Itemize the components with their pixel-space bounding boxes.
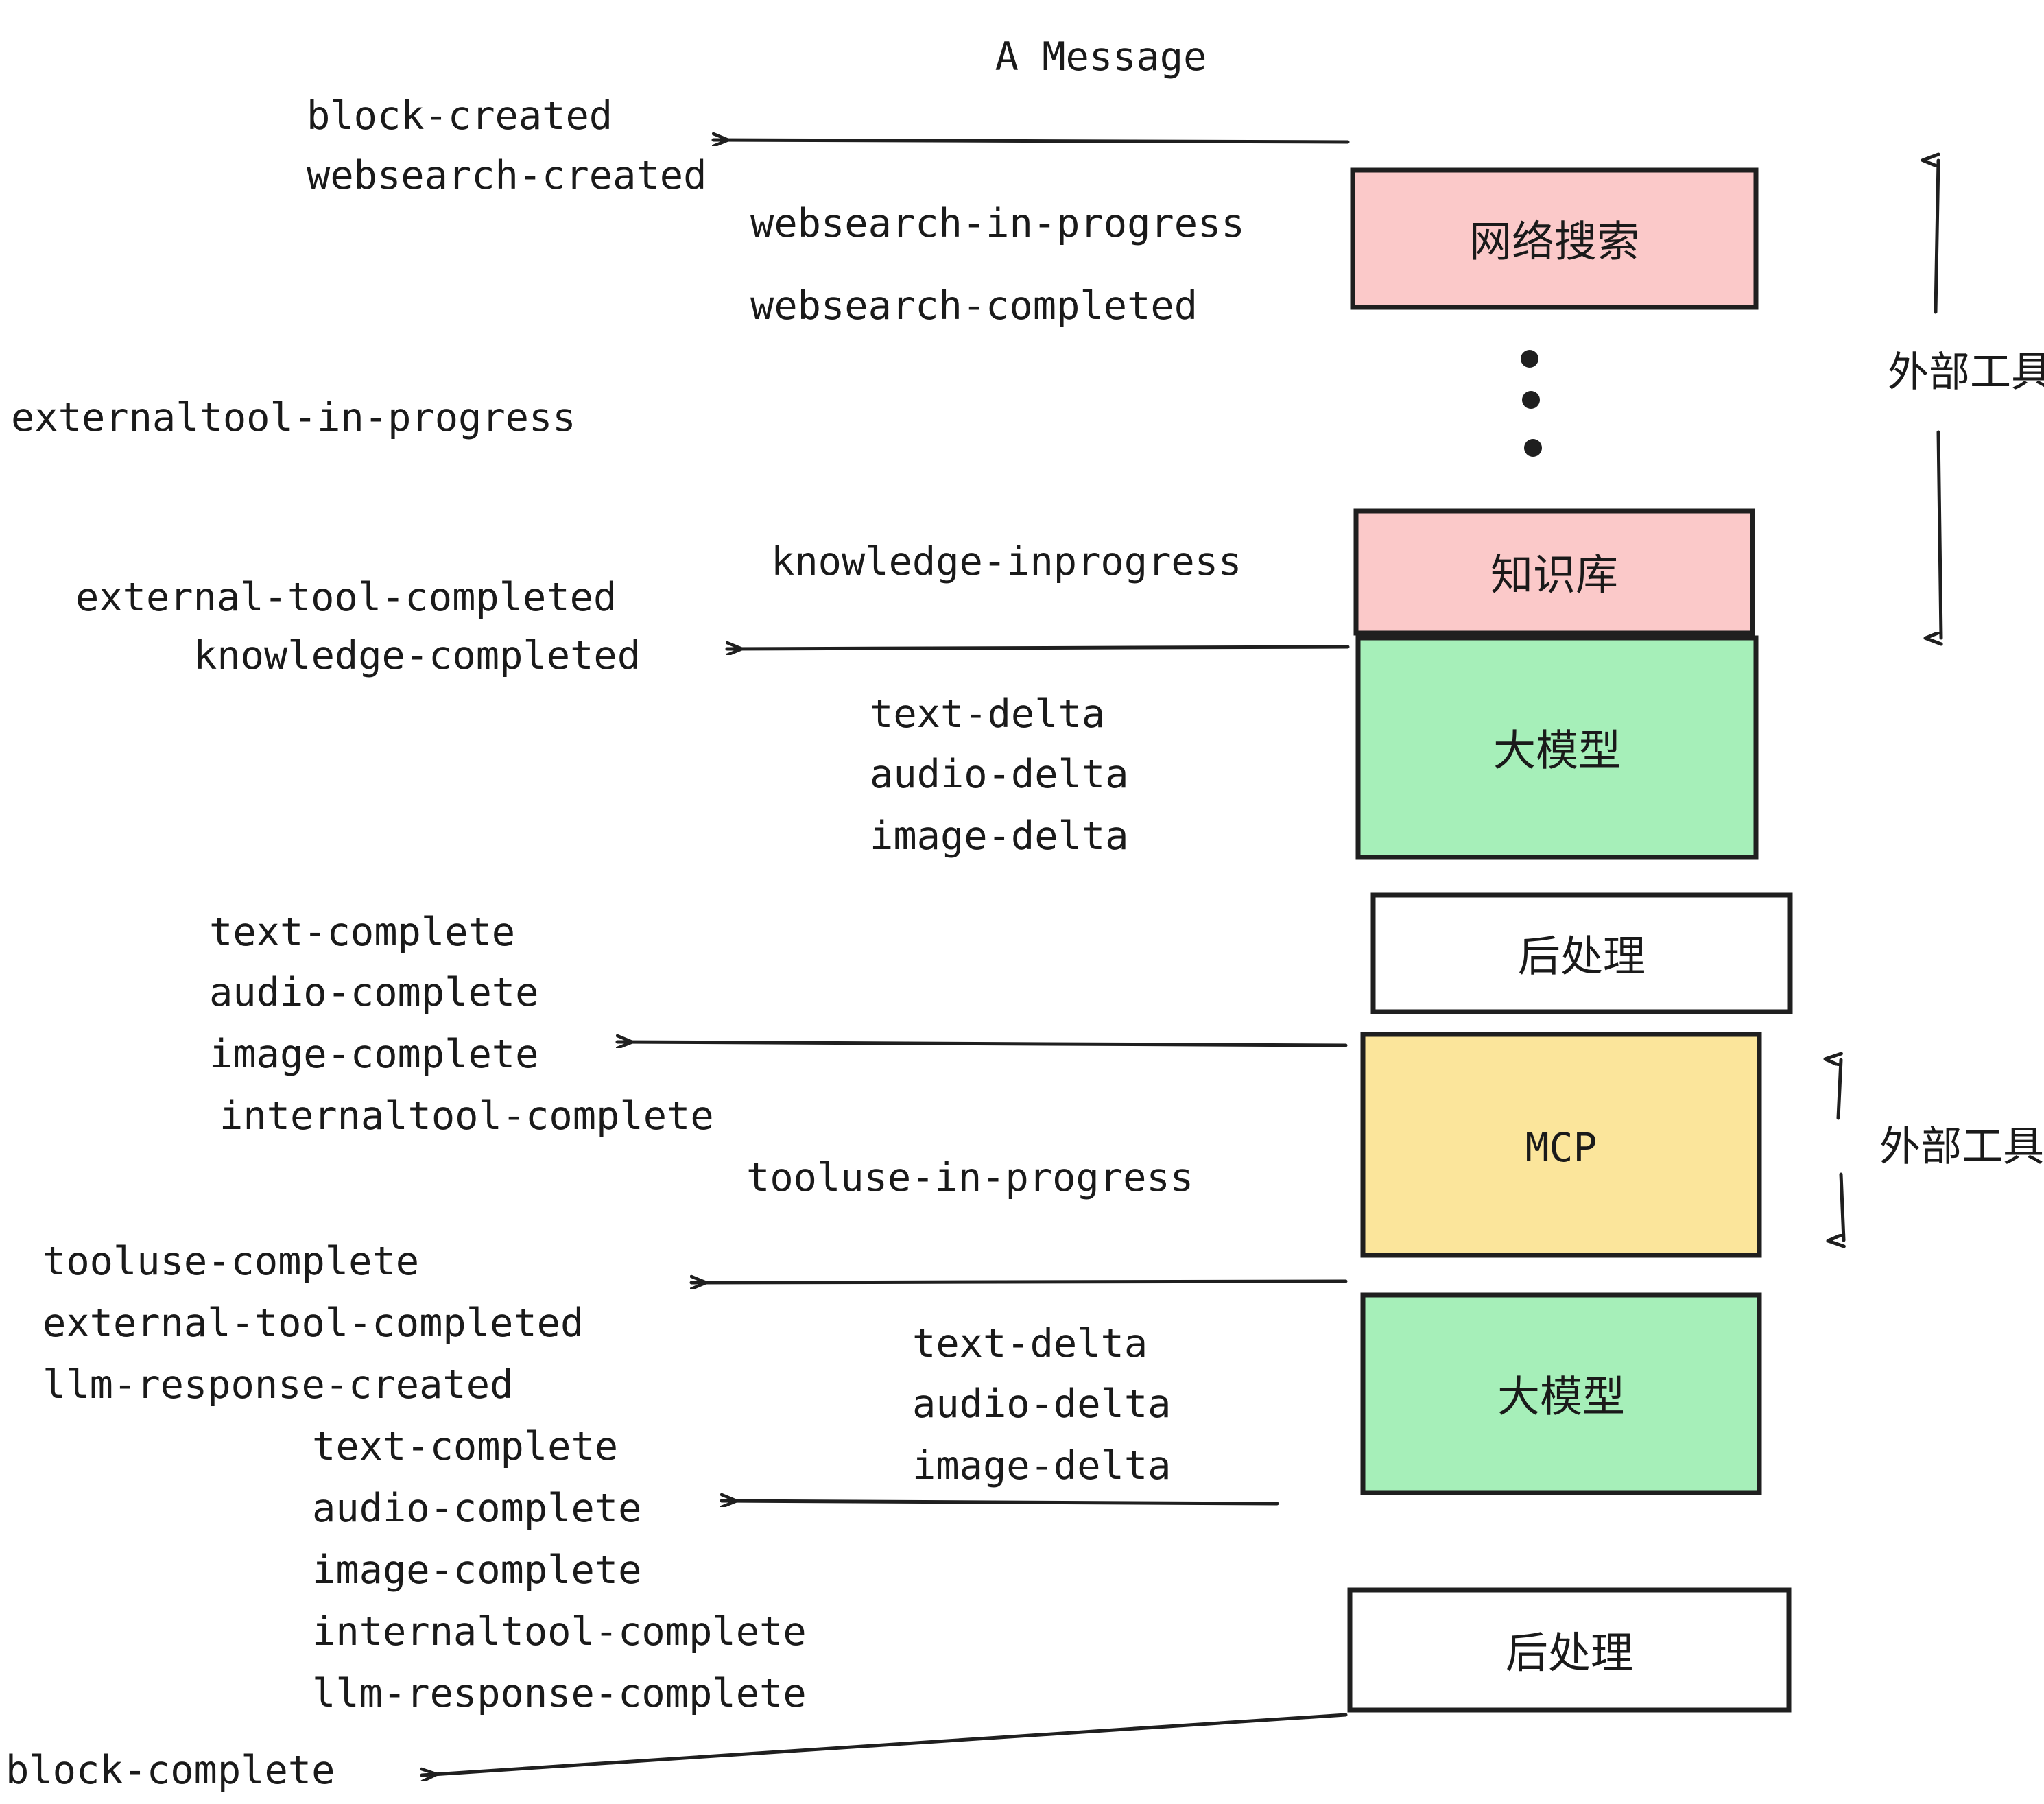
event-label-text-delta-1: text-delta: [870, 691, 1105, 737]
node-label-mcp: MCP: [1525, 1124, 1597, 1171]
event-label-knowledge-inprogress: knowledge-inprogress: [771, 539, 1241, 584]
event-label-externaltool-in-progress: externaltool-in-progress: [11, 395, 576, 440]
event-label-websearch-completed: websearch-completed: [750, 283, 1198, 329]
event-label-image-complete-2: image-complete: [312, 1547, 641, 1593]
ellipsis-dot-3: [1524, 439, 1542, 457]
event-label-websearch-in-progress: websearch-in-progress: [750, 201, 1245, 246]
node-label-knowledge: 知识库: [1490, 550, 1618, 600]
node-box-postprocess-2[interactable]: [1347, 1587, 1792, 1713]
event-label-external-tool-completed-2: external-tool-completed: [43, 1301, 584, 1346]
event-label-group: block-created websearch-created websearch-…: [5, 93, 1245, 1793]
event-label-image-complete-1: image-complete: [209, 1032, 538, 1077]
external-tools-top-up-arrow-icon: [1936, 161, 1938, 314]
page-title: A Message: [995, 34, 1207, 80]
event-label-text-delta-2: text-delta: [912, 1321, 1148, 1366]
event-label-websearch-created: websearch-created: [307, 153, 706, 198]
event-label-external-tool-completed-1: external-tool-completed: [75, 575, 617, 620]
node-label-llm-1: 大模型: [1493, 726, 1621, 776]
arrow-knowledge-complete: [725, 647, 1350, 649]
event-label-block-complete: block-complete: [5, 1748, 335, 1793]
node-box-llm-2[interactable]: [1360, 1292, 1762, 1495]
event-label-tooluse-complete: tooluse-complete: [43, 1239, 419, 1284]
arrow-block-complete: [422, 1713, 1348, 1775]
external-tools-bottom-down-arrow-icon: [1841, 1172, 1844, 1240]
node-box-llm-1[interactable]: [1355, 635, 1759, 860]
event-label-internaltool-complete-2: internaltool-complete: [312, 1609, 807, 1654]
event-label-audio-complete-1: audio-complete: [209, 970, 538, 1015]
arrow-block-created: [711, 140, 1350, 142]
event-label-text-complete-1: text-complete: [209, 910, 515, 955]
node-label-llm-2: 大模型: [1497, 1372, 1625, 1422]
flow-arrow-group: [422, 140, 1350, 1775]
arrow-audio-complete: [720, 1501, 1279, 1504]
event-label-audio-complete-2: audio-complete: [312, 1486, 641, 1531]
node-label-postprocess-2: 后处理: [1506, 1628, 1633, 1678]
arrow-tooluse-complete: [689, 1281, 1348, 1283]
event-label-internaltool-complete-1: internaltool-complete: [219, 1093, 714, 1139]
event-label-image-delta-2: image-delta: [912, 1443, 1172, 1488]
ellipsis-dot-1: [1521, 350, 1538, 368]
node-box-mcp[interactable]: [1360, 1032, 1762, 1258]
node-box-knowledge[interactable]: [1353, 508, 1755, 636]
node-box-websearch[interactable]: [1350, 167, 1759, 310]
event-label-llm-response-created: llm-response-created: [43, 1362, 513, 1408]
ellipsis-dot-2: [1522, 391, 1540, 409]
event-label-text-complete-2: text-complete: [312, 1424, 618, 1469]
external-tools-top-down-arrow-icon: [1938, 430, 1941, 638]
node-label-postprocess-1: 后处理: [1518, 931, 1645, 982]
arrow-image-complete: [615, 1042, 1348, 1045]
external-tools-bottom-up-arrow-icon: [1838, 1060, 1841, 1120]
external-tools-top-label: 外部工具: [1888, 348, 2044, 396]
event-label-tooluse-in-progress: tooluse-in-progress: [746, 1155, 1193, 1200]
node-box-postprocess-1[interactable]: [1370, 892, 1793, 1014]
event-label-audio-delta-1: audio-delta: [870, 752, 1129, 797]
event-label-knowledge-completed: knowledge-completed: [193, 633, 641, 678]
event-label-block-created: block-created: [307, 93, 613, 139]
external-tools-bottom-label: 外部工具: [1879, 1123, 2044, 1171]
node-label-websearch: 网络搜索: [1469, 217, 1639, 267]
event-label-llm-response-complete: llm-response-complete: [312, 1671, 807, 1716]
event-label-image-delta-1: image-delta: [870, 814, 1129, 859]
vertical-ellipsis-icon: [1521, 350, 1542, 457]
event-label-audio-delta-2: audio-delta: [912, 1381, 1172, 1427]
